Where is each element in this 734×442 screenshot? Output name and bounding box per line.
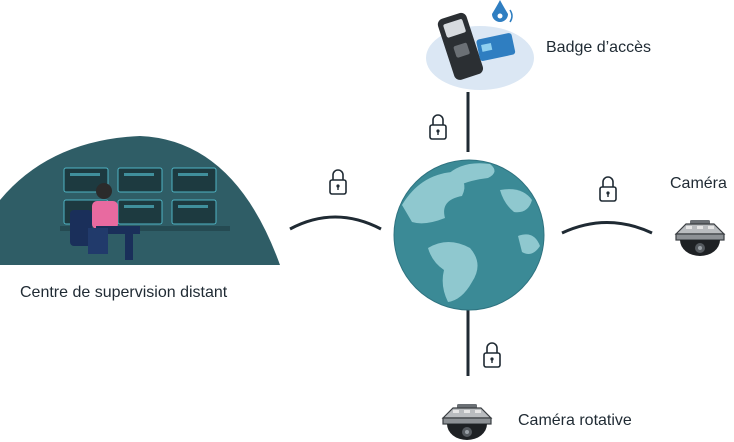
rotating-camera-label: Caméra rotative: [518, 412, 632, 429]
line-control: [289, 215, 382, 231]
lock-icon: [329, 169, 347, 195]
globe-icon: [393, 159, 545, 311]
access-badge-label: Badge d’accès: [546, 39, 651, 56]
camera-icon: [675, 219, 725, 257]
camera-label: Caméra: [670, 175, 727, 192]
lock-icon: [599, 176, 617, 202]
badge-reader-icon: [426, 0, 534, 90]
lock-icon: [483, 342, 501, 368]
connection-lines: [289, 92, 653, 376]
control-room-icon: [0, 136, 280, 265]
control-room-label: Centre de supervision distant: [20, 284, 228, 301]
lock-icon: [429, 114, 447, 140]
line-camera: [561, 221, 653, 235]
camera-icon: [442, 403, 492, 441]
